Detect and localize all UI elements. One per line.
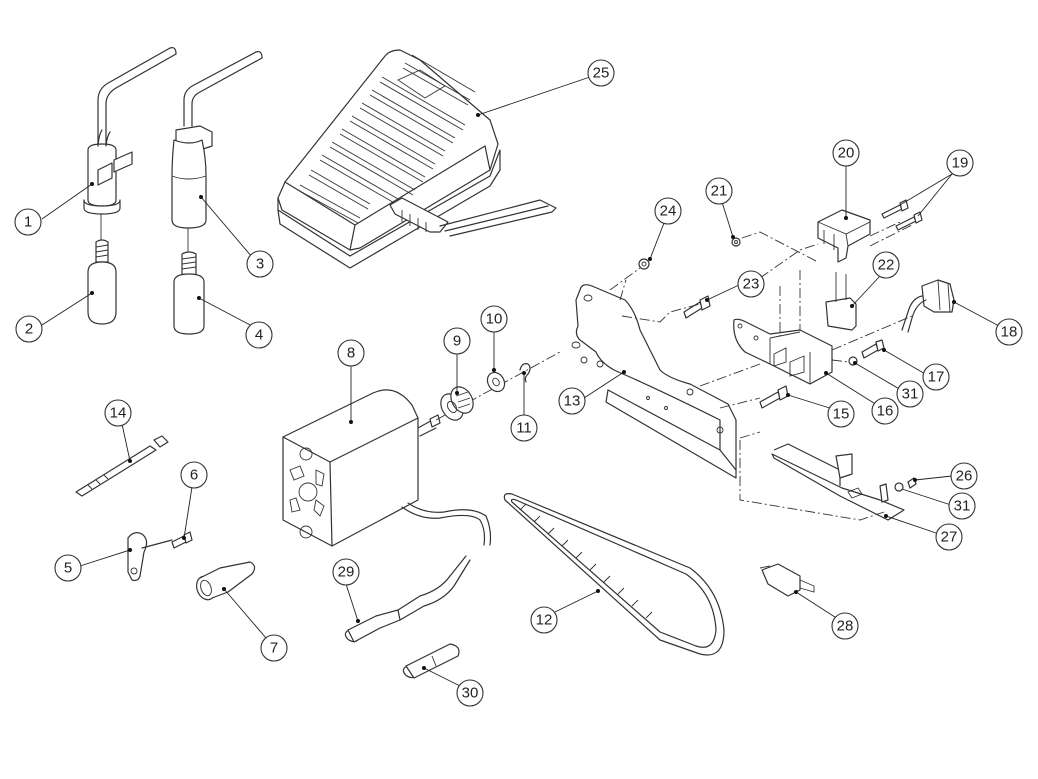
screw-part-17	[861, 339, 885, 359]
callout-23: 23	[737, 270, 765, 298]
callout-21: 21	[705, 177, 733, 205]
washer-part-31-lower	[894, 482, 904, 492]
callout-30: 30	[456, 679, 484, 707]
callout-25: 25	[587, 59, 615, 87]
screw-part-6	[171, 531, 193, 549]
clip-part-11	[519, 363, 531, 383]
screw-part-24	[638, 258, 650, 270]
callout-29: 29	[332, 558, 360, 586]
bulb-part-2	[87, 239, 117, 325]
drive-belt-part-12	[503, 493, 725, 656]
callout-label: 16	[877, 403, 894, 420]
callout-label: 13	[564, 393, 581, 410]
connector-cap-part-7	[195, 561, 256, 601]
callout-4: 4	[245, 321, 273, 349]
callout-label: 10	[486, 311, 503, 328]
callout-label: 5	[64, 560, 72, 577]
callout-27: 27	[935, 523, 963, 551]
assembly-lines	[609, 221, 915, 521]
callout-26: 26	[950, 462, 978, 490]
callout-24: 24	[654, 197, 682, 225]
wire-connector-part-29	[344, 555, 471, 643]
callout-label: 30	[462, 685, 479, 702]
callout-5: 5	[54, 554, 82, 582]
callout-label: 4	[255, 327, 263, 344]
callout-label: 22	[878, 257, 895, 274]
callout-label: 27	[941, 529, 958, 546]
callout-label: 6	[190, 467, 198, 484]
cable-clamp-part-5	[127, 532, 173, 582]
callout-label: 11	[516, 420, 532, 437]
callout-16: 16	[871, 397, 899, 425]
callout-label: 20	[838, 145, 855, 162]
bulb-part-4	[173, 251, 205, 335]
callout-31-upper: 31	[896, 380, 924, 408]
callout-label: 2	[25, 321, 33, 338]
callout-15: 15	[827, 400, 855, 428]
callout-10: 10	[480, 305, 508, 333]
switch-plate-part-27	[771, 443, 905, 521]
callout-19: 19	[946, 149, 974, 177]
callout-label: 21	[711, 183, 728, 200]
motor-bracket-part-13	[571, 284, 737, 479]
callout-17: 17	[922, 363, 950, 391]
switch-housing-part-16	[733, 318, 833, 385]
screws-part-19	[881, 199, 923, 231]
callout-13: 13	[558, 387, 586, 415]
callout-20: 20	[832, 139, 860, 167]
leader-lines	[41, 76, 1000, 687]
callout-8: 8	[337, 339, 365, 367]
switch-part-18	[901, 279, 955, 333]
callout-label: 26	[956, 468, 973, 485]
callout-18: 18	[995, 318, 1023, 346]
callout-11: 11	[510, 414, 538, 442]
callout-22: 22	[872, 251, 900, 279]
wire-connector-part-30	[402, 643, 460, 679]
nut-part-21	[731, 237, 741, 247]
callout-label: 24	[660, 203, 677, 220]
callout-label: 18	[1001, 324, 1018, 341]
callout-label: 23	[743, 276, 760, 293]
callout-1: 1	[14, 208, 42, 236]
callout-7: 7	[260, 634, 288, 662]
callout-label: 31	[902, 386, 919, 403]
callout-label: 8	[347, 345, 355, 362]
lamp-socket-part-1	[83, 47, 177, 240]
callout-28: 28	[831, 612, 859, 640]
callout-9: 9	[443, 327, 471, 355]
callout-label: 1	[24, 214, 32, 231]
callout-label: 19	[952, 155, 969, 172]
callout-31-lower: 31	[948, 492, 976, 520]
callout-2: 2	[15, 315, 43, 343]
lamp-housing-part-3	[171, 51, 263, 252]
callout-label: 3	[256, 256, 264, 273]
callout-label: 7	[270, 640, 278, 657]
callout-label: 12	[536, 612, 553, 629]
micro-switch-part-28	[759, 563, 815, 597]
callout-3: 3	[246, 250, 274, 278]
callout-label: 14	[110, 405, 127, 422]
callout-12: 12	[530, 606, 558, 634]
washer-part-10	[486, 371, 506, 393]
callout-label: 28	[837, 618, 854, 635]
callout-label: 29	[338, 564, 355, 581]
motor-part-8	[282, 389, 492, 547]
capacitor-part-22	[825, 272, 857, 331]
cable-tie-part-14	[75, 435, 169, 497]
callout-label: 17	[928, 369, 945, 386]
callout-label: 15	[833, 406, 850, 423]
callout-label: 25	[593, 65, 610, 82]
foot-pedal-part-25	[277, 49, 557, 269]
callout-label: 31	[954, 498, 971, 515]
capacitor-holder-part-20	[817, 209, 871, 263]
callout-6: 6	[180, 461, 208, 489]
callout-14: 14	[104, 399, 132, 427]
screw-part-15	[759, 385, 789, 409]
callout-label: 9	[453, 333, 461, 350]
